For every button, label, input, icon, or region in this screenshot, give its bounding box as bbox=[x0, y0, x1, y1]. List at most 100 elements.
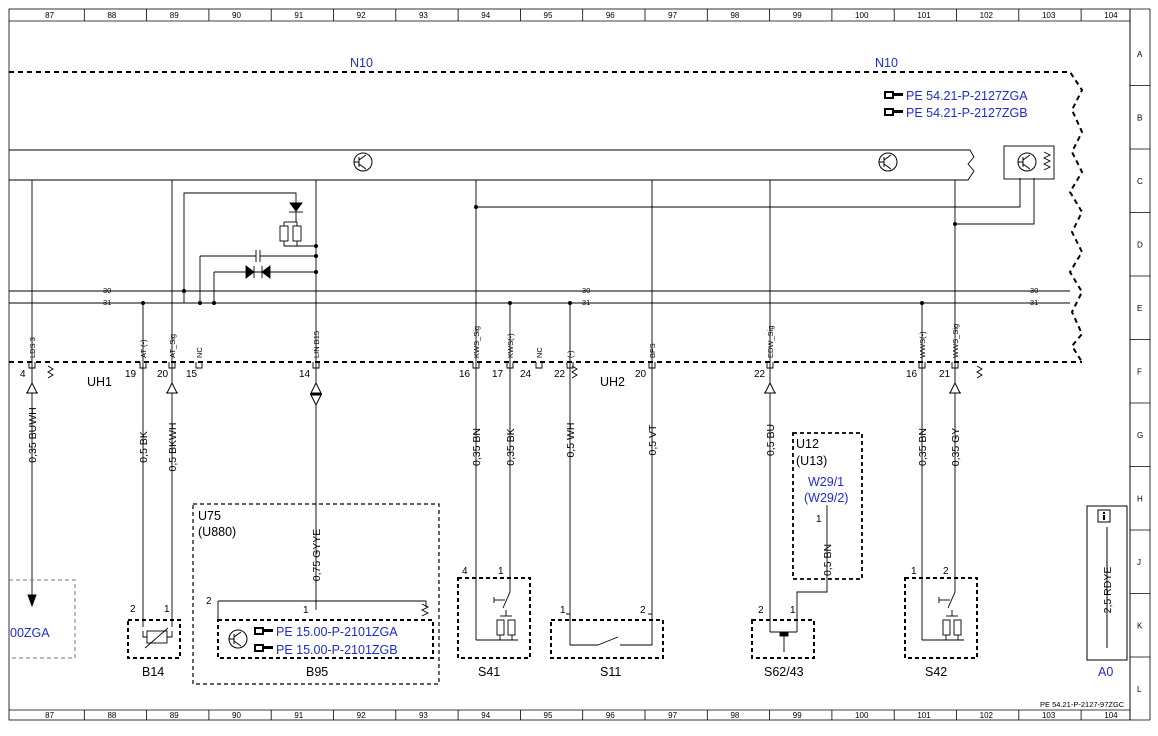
column-label: 91 bbox=[294, 711, 303, 720]
partial-component bbox=[9, 579, 76, 659]
column-label: 92 bbox=[357, 711, 366, 720]
connector-pin-number: 16 bbox=[906, 369, 918, 380]
signal-label: EDW_Sig bbox=[766, 325, 775, 358]
s41-switch bbox=[457, 577, 531, 659]
pointing-hand-icon bbox=[254, 627, 273, 635]
zigzag-resistor bbox=[1042, 151, 1052, 171]
n10-boundary bbox=[9, 71, 1084, 363]
ref-partial-zga[interactable]: 00ZGA bbox=[10, 626, 50, 640]
wire-color-label: 0,35 BK bbox=[505, 428, 517, 465]
bus-30-label: 30 bbox=[1030, 286, 1038, 295]
signal-label: BFS bbox=[648, 343, 657, 358]
column-label: 93 bbox=[419, 11, 428, 20]
b14-pin-2: 2 bbox=[130, 604, 136, 615]
u75-module bbox=[192, 503, 440, 685]
signal-label: (-) bbox=[566, 350, 575, 358]
info-icon[interactable] bbox=[1097, 509, 1111, 523]
signal-label: NC bbox=[535, 347, 544, 358]
column-label: 104 bbox=[1104, 11, 1118, 20]
drawing-frame bbox=[8, 8, 1151, 721]
column-label: 92 bbox=[357, 11, 366, 20]
s11-pin-1: 1 bbox=[560, 605, 566, 616]
s11-pin-2: 2 bbox=[640, 605, 646, 616]
transistor-icon bbox=[353, 152, 373, 172]
s42-label: S42 bbox=[925, 665, 947, 679]
column-label: 91 bbox=[294, 11, 303, 20]
ref-pe-54-21-zgb[interactable]: PE 54.21-P-2127ZGB bbox=[906, 106, 1028, 120]
connector-pin-number: 17 bbox=[492, 369, 504, 380]
column-label: 89 bbox=[170, 11, 179, 20]
row-label: A bbox=[1137, 50, 1143, 59]
b95-pin-2: 2 bbox=[206, 596, 212, 607]
a0-label: A0 bbox=[1098, 665, 1113, 679]
connector-pin-number: 4 bbox=[20, 369, 26, 380]
connector-pin-number: 22 bbox=[754, 369, 766, 380]
row-label: J bbox=[1137, 558, 1141, 567]
connector-pin-number: 15 bbox=[186, 369, 198, 380]
external-wires bbox=[27, 366, 956, 610]
row-label: H bbox=[1137, 494, 1143, 503]
ref-w29-2[interactable]: (W29/2) bbox=[804, 491, 848, 505]
signal-label: KWS_Sig bbox=[472, 326, 481, 358]
pointing-hand-icon bbox=[884, 91, 903, 99]
wire-color-label: 0,5 VT bbox=[647, 424, 659, 456]
u12-label: U12 bbox=[796, 437, 819, 451]
column-label: 97 bbox=[668, 11, 677, 20]
wire-color-label: 2,5 RDYE bbox=[1102, 567, 1114, 614]
connector-pin-number: 20 bbox=[635, 369, 647, 380]
wire-color-label: 0,5 BN bbox=[822, 544, 834, 576]
wire-color-label: 0,5 BKWH bbox=[167, 422, 179, 471]
wire-color-label: 0,75 GYYE bbox=[311, 529, 323, 582]
s62-label: S62/43 bbox=[764, 665, 804, 679]
row-label: K bbox=[1137, 621, 1143, 630]
row-label: B bbox=[1137, 113, 1142, 122]
ref-pe-15-00-zgb[interactable]: PE 15.00-P-2101ZGB bbox=[276, 643, 398, 657]
connector-uh1: UH1 bbox=[87, 375, 112, 389]
b95-sensor bbox=[217, 600, 434, 659]
s41-label: S41 bbox=[478, 665, 500, 679]
column-label: 97 bbox=[668, 711, 677, 720]
internal-bus bbox=[9, 145, 1055, 181]
row-label: G bbox=[1137, 431, 1143, 440]
transistor-icon bbox=[228, 629, 248, 649]
signal-label: WWS(-) bbox=[918, 331, 927, 358]
bus-31-label: 31 bbox=[1030, 298, 1038, 307]
w29-pin-1: 1 bbox=[816, 514, 822, 525]
signal-label: AT (-) bbox=[139, 339, 148, 358]
terminal-mark bbox=[195, 362, 203, 369]
row-label: L bbox=[1137, 685, 1142, 694]
ref-pe-54-21-zga[interactable]: PE 54.21-P-2127ZGA bbox=[906, 89, 1028, 103]
ref-w29-1[interactable]: W29/1 bbox=[808, 475, 844, 489]
b95-pin-1: 1 bbox=[303, 605, 309, 616]
row-label: D bbox=[1137, 240, 1143, 249]
diode-network bbox=[171, 180, 316, 366]
s62-switch bbox=[751, 608, 815, 659]
column-label: 103 bbox=[1042, 711, 1056, 720]
column-label: 101 bbox=[917, 11, 931, 20]
signal-lines bbox=[31, 178, 1035, 366]
u75-label: U75 bbox=[198, 509, 221, 523]
column-label: 90 bbox=[232, 711, 241, 720]
row-label: F bbox=[1137, 367, 1142, 376]
pointing-hand-icon bbox=[884, 108, 903, 116]
connector-pin-number: 24 bbox=[520, 369, 532, 380]
ref-pe-15-00-zga[interactable]: PE 15.00-P-2101ZGA bbox=[276, 625, 398, 639]
column-label: 87 bbox=[45, 11, 54, 20]
row-ticks bbox=[1130, 85, 1150, 658]
column-labels: 8787888889899090919192929393949495959696… bbox=[45, 11, 1118, 720]
column-label: 89 bbox=[170, 711, 179, 720]
column-label: 100 bbox=[855, 711, 869, 720]
document-id: PE 54.21-P-2127-97ZGC bbox=[1040, 700, 1125, 709]
n10-label-left: N10 bbox=[350, 56, 373, 70]
junction-dots bbox=[141, 205, 957, 305]
column-label: 98 bbox=[730, 711, 739, 720]
column-label: 99 bbox=[793, 711, 802, 720]
terminal-mark bbox=[535, 362, 543, 369]
column-label: 100 bbox=[855, 11, 869, 20]
b14-sensor bbox=[127, 606, 181, 659]
wire-color-label: 0,5 WH bbox=[565, 422, 577, 457]
s42-pin-1: 1 bbox=[911, 566, 917, 577]
column-label: 95 bbox=[544, 11, 553, 20]
